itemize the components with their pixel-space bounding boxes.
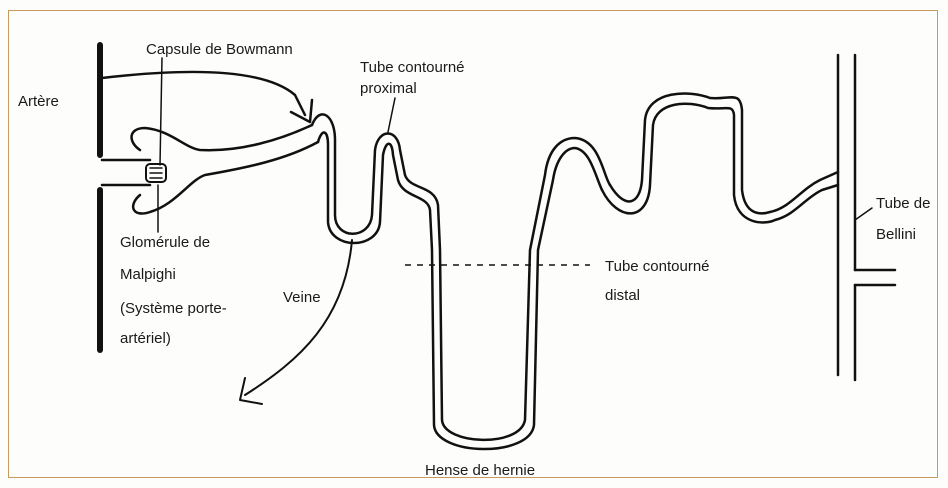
label-proximal-2: proximal: [360, 80, 417, 97]
bellini-duct-branch: [855, 270, 895, 285]
proximal-leader: [388, 98, 395, 132]
label-veine: Veine: [283, 289, 321, 306]
label-distal-2: distal: [605, 287, 640, 304]
vein: [245, 240, 352, 395]
afferent-arrowhead: [291, 100, 312, 122]
bellini-leader: [855, 208, 872, 220]
label-distal-1: Tube contourné: [605, 258, 710, 275]
label-glomerule-1: Glomérule de: [120, 234, 210, 251]
afferent-vessel: [102, 72, 305, 115]
label-glomerule-3: (Système porte-: [120, 300, 227, 317]
label-proximal-1: Tube contourné: [360, 59, 465, 76]
distal-tube: [602, 93, 838, 222]
glomerulus-vessel: [102, 160, 150, 185]
glomerulus-capillaries: [150, 168, 162, 178]
bellini-duct: [838, 55, 855, 380]
label-henle: Hense de hernie: [425, 462, 535, 479]
label-glomerule-2: Malpighi: [120, 266, 176, 283]
label-bellini-2: Bellini: [876, 226, 916, 243]
proximal-tube: [312, 114, 610, 449]
bowman-capsule: [132, 125, 312, 150]
label-bellini-1: Tube de: [876, 195, 931, 212]
label-capsule: Capsule de Bowmann: [146, 41, 293, 58]
label-glomerule-4: artériel): [120, 330, 171, 347]
label-artere: Artère: [18, 93, 59, 110]
